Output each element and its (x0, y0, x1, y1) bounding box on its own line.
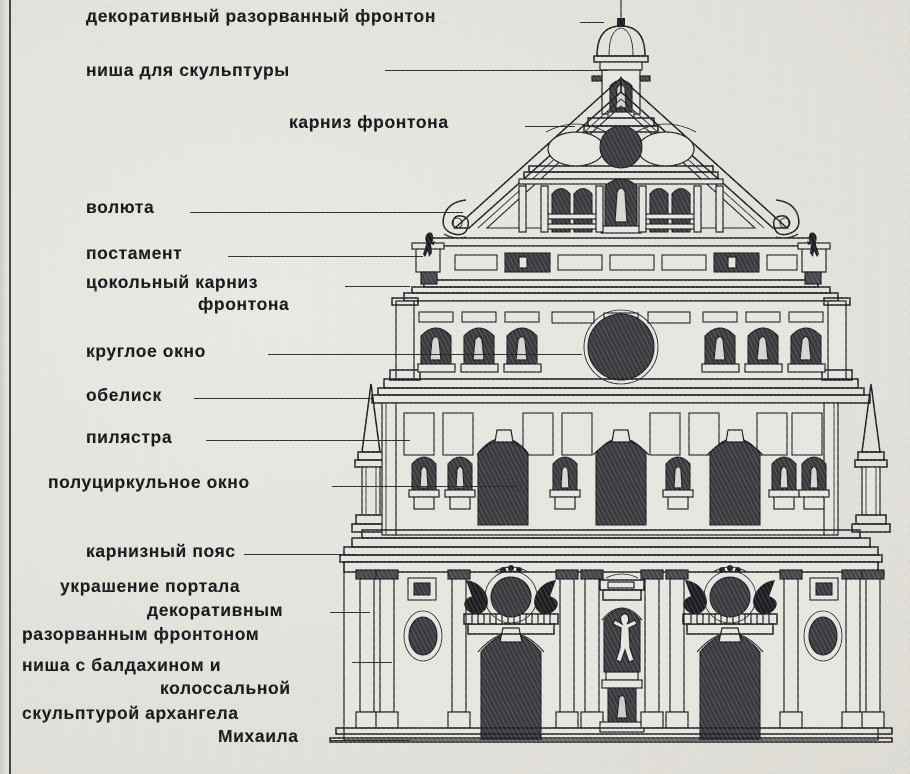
annotation-label-l9: обелиск (86, 385, 162, 405)
portal-right (682, 565, 778, 741)
columns-far-right (841, 569, 885, 729)
annotation-label-l2: ниша для скульптуры (86, 60, 290, 80)
annotation-label-l13: украшение портала (60, 576, 241, 596)
annotation-label-l19: Михаила (218, 726, 299, 746)
leader-line-l2 (385, 70, 608, 71)
upper-niches-right (701, 311, 826, 373)
pedestal-statue-left (411, 232, 445, 285)
middle-panel-row (403, 412, 823, 456)
pediment-window-row (518, 178, 724, 234)
middle-niches (408, 456, 830, 510)
annotation-label-l6: цокольный карниз (86, 272, 259, 292)
round-window (551, 309, 691, 385)
annotation-label-l12: карнизный пояс (86, 541, 236, 561)
attic-parapet (403, 237, 839, 302)
leader-line-l10 (206, 440, 410, 441)
page-edge-shade (0, 0, 7, 774)
annotation-label-l7: фронтона (198, 294, 290, 314)
cornice-belt (339, 529, 883, 563)
annotation-label-l1: декоративный разорванный фронтон (86, 6, 437, 26)
columns-portal1-left (447, 569, 471, 729)
leader-line-l1 (580, 22, 604, 23)
upper-niches-left (417, 311, 542, 373)
leader-line-l14 (330, 612, 370, 613)
middle-story (381, 402, 839, 536)
leader-line-l4 (190, 212, 463, 213)
annotation-label-l3: карниз фронтона (289, 112, 449, 132)
leader-line-l12 (244, 554, 356, 555)
leader-line-l3 (525, 126, 575, 127)
leader-line-l5 (228, 256, 423, 257)
leader-line-l19 (330, 740, 410, 741)
leader-line-l9 (194, 398, 374, 399)
annotation-label-l14: декоративным (147, 600, 284, 620)
annotation-label-l5: постамент (86, 243, 183, 263)
leader-line-l8 (268, 354, 582, 355)
columns-far-left (355, 569, 399, 729)
attic-panels (454, 252, 798, 273)
pedestal-statue-right (797, 232, 831, 285)
annotation-label-l17: колоссальной (160, 678, 291, 698)
broken-pediment (442, 76, 800, 239)
niche-archangel (599, 573, 645, 733)
columns-center-right (640, 569, 689, 729)
leader-line-l16 (352, 662, 392, 663)
annotation-label-l15: разорванным фронтоном (22, 624, 260, 644)
annotation-label-l16: ниша с балдахином и (22, 655, 222, 675)
upper-story (371, 297, 871, 404)
cupola-lantern (583, 0, 659, 133)
annotation-label-l4: волюта (86, 197, 155, 217)
portal-left (463, 565, 559, 741)
annotation-label-l10: пилястра (86, 427, 173, 447)
leader-line-l6 (345, 286, 410, 287)
annotation-label-l18: скульптурой архангела (22, 703, 239, 723)
columns-portal2-right (779, 569, 803, 729)
arched-windows (476, 429, 764, 526)
obelisk-right (851, 383, 891, 533)
annotation-label-l11: полуциркульное окно (48, 472, 250, 492)
ground-floor (329, 561, 893, 743)
leader-line-l11 (332, 486, 516, 487)
annotation-label-l8: круглое окно (86, 341, 206, 361)
columns-center-left (555, 569, 604, 729)
page-gutter-line (9, 0, 11, 774)
